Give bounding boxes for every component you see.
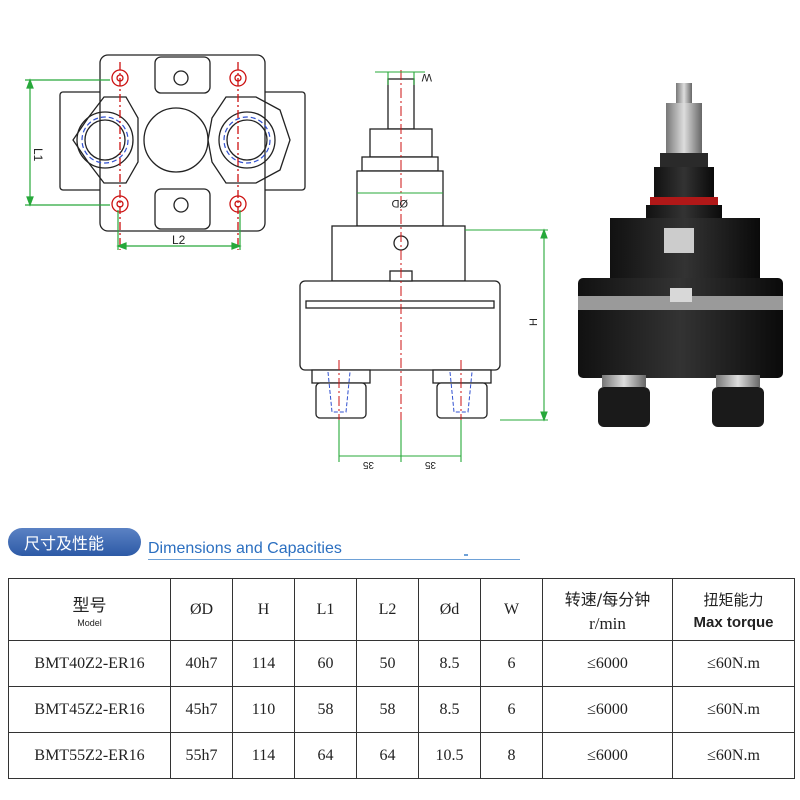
cell-w: 8 xyxy=(480,732,543,779)
header-model: 型号 Model xyxy=(8,578,171,641)
cell-l2: 58 xyxy=(356,686,419,733)
top-view-drawing xyxy=(59,54,306,232)
side-view-collet-dashes xyxy=(327,371,473,413)
cell-od: 55h7 xyxy=(170,732,233,779)
cell-d: 8.5 xyxy=(418,686,481,733)
dim-label-w: W xyxy=(421,71,432,83)
side-view-centerlines xyxy=(338,70,462,450)
section-title-zh: 尺寸及性能 xyxy=(8,528,141,556)
section-divider xyxy=(148,559,520,560)
cell-speed: ≤6000 xyxy=(542,686,673,733)
dim-label-35-right: 35 xyxy=(424,459,436,470)
table-header-row: 型号 Model ØD H L1 L2 Ød W 转速/每分钟 r/min 扭矩… xyxy=(8,578,795,641)
header-torque-en: Max torque xyxy=(693,613,774,631)
header-torque: 扭矩能力 Max torque xyxy=(672,578,795,641)
cell-d: 8.5 xyxy=(418,640,481,687)
cell-speed: ≤6000 xyxy=(542,732,673,779)
dim-label-l1: L1 xyxy=(31,148,45,162)
product-photo xyxy=(578,83,783,427)
header-torque-zh: 扭矩能力 xyxy=(703,590,764,609)
table-row: BMT45Z2-ER16 45h7 110 58 58 8.5 6 ≤6000 … xyxy=(8,686,795,733)
cell-torque: ≤60N.m xyxy=(672,686,795,733)
spec-table: 型号 Model ØD H L1 L2 Ød W 转速/每分钟 r/min 扭矩… xyxy=(8,578,795,779)
cell-l1: 60 xyxy=(294,640,357,687)
table-row: BMT55Z2-ER16 55h7 114 64 64 10.5 8 ≤6000… xyxy=(8,732,795,779)
top-view-blue-dashes xyxy=(81,116,271,164)
dim-label-h: H xyxy=(528,318,540,326)
header-l2: L2 xyxy=(356,578,419,641)
cell-od: 40h7 xyxy=(170,640,233,687)
header-model-en: Model xyxy=(77,618,102,628)
cell-od: 45h7 xyxy=(170,686,233,733)
cell-l2: 50 xyxy=(356,640,419,687)
dim-label-od: ØD xyxy=(391,197,408,209)
header-l1: L1 xyxy=(294,578,357,641)
cell-speed: ≤6000 xyxy=(542,640,673,687)
cell-h: 114 xyxy=(232,732,295,779)
header-w: W xyxy=(480,578,543,641)
dim-label-35-left: 35 xyxy=(362,459,374,470)
cell-model: BMT55Z2-ER16 xyxy=(8,732,171,779)
top-view-dimensions xyxy=(25,78,242,250)
dim-label-l2: L2 xyxy=(172,233,186,247)
header-speed-unit: r/min xyxy=(589,613,626,633)
header-speed-zh: 转速/每分钟 xyxy=(564,589,651,609)
cell-h: 114 xyxy=(232,640,295,687)
side-view-drawing xyxy=(299,78,501,419)
cell-l1: 64 xyxy=(294,732,357,779)
header-od: ØD xyxy=(170,578,233,641)
header-h: H xyxy=(232,578,295,641)
cell-model: BMT40Z2-ER16 xyxy=(8,640,171,687)
section-header: 尺寸及性能 Dimensions and Capacities xyxy=(8,528,520,560)
header-speed: 转速/每分钟 r/min xyxy=(542,578,673,641)
section-divider-mark xyxy=(464,554,468,556)
cell-torque: ≤60N.m xyxy=(672,732,795,779)
cell-l2: 64 xyxy=(356,732,419,779)
table-row: BMT40Z2-ER16 40h7 114 60 50 8.5 6 ≤6000 … xyxy=(8,640,795,687)
cell-h: 110 xyxy=(232,686,295,733)
cell-d: 10.5 xyxy=(418,732,481,779)
cell-model: BMT45Z2-ER16 xyxy=(8,686,171,733)
header-model-zh: 型号 xyxy=(72,596,107,616)
cell-w: 6 xyxy=(480,686,543,733)
cell-w: 6 xyxy=(480,640,543,687)
technical-drawings: L1 L2 W ØD xyxy=(25,54,548,470)
cell-l1: 58 xyxy=(294,686,357,733)
cell-torque: ≤60N.m xyxy=(672,640,795,687)
header-d: Ød xyxy=(418,578,481,641)
top-view-bolt-holes xyxy=(111,62,247,250)
section-title-en: Dimensions and Capacities xyxy=(148,540,342,557)
side-view-dimensions xyxy=(338,71,548,462)
